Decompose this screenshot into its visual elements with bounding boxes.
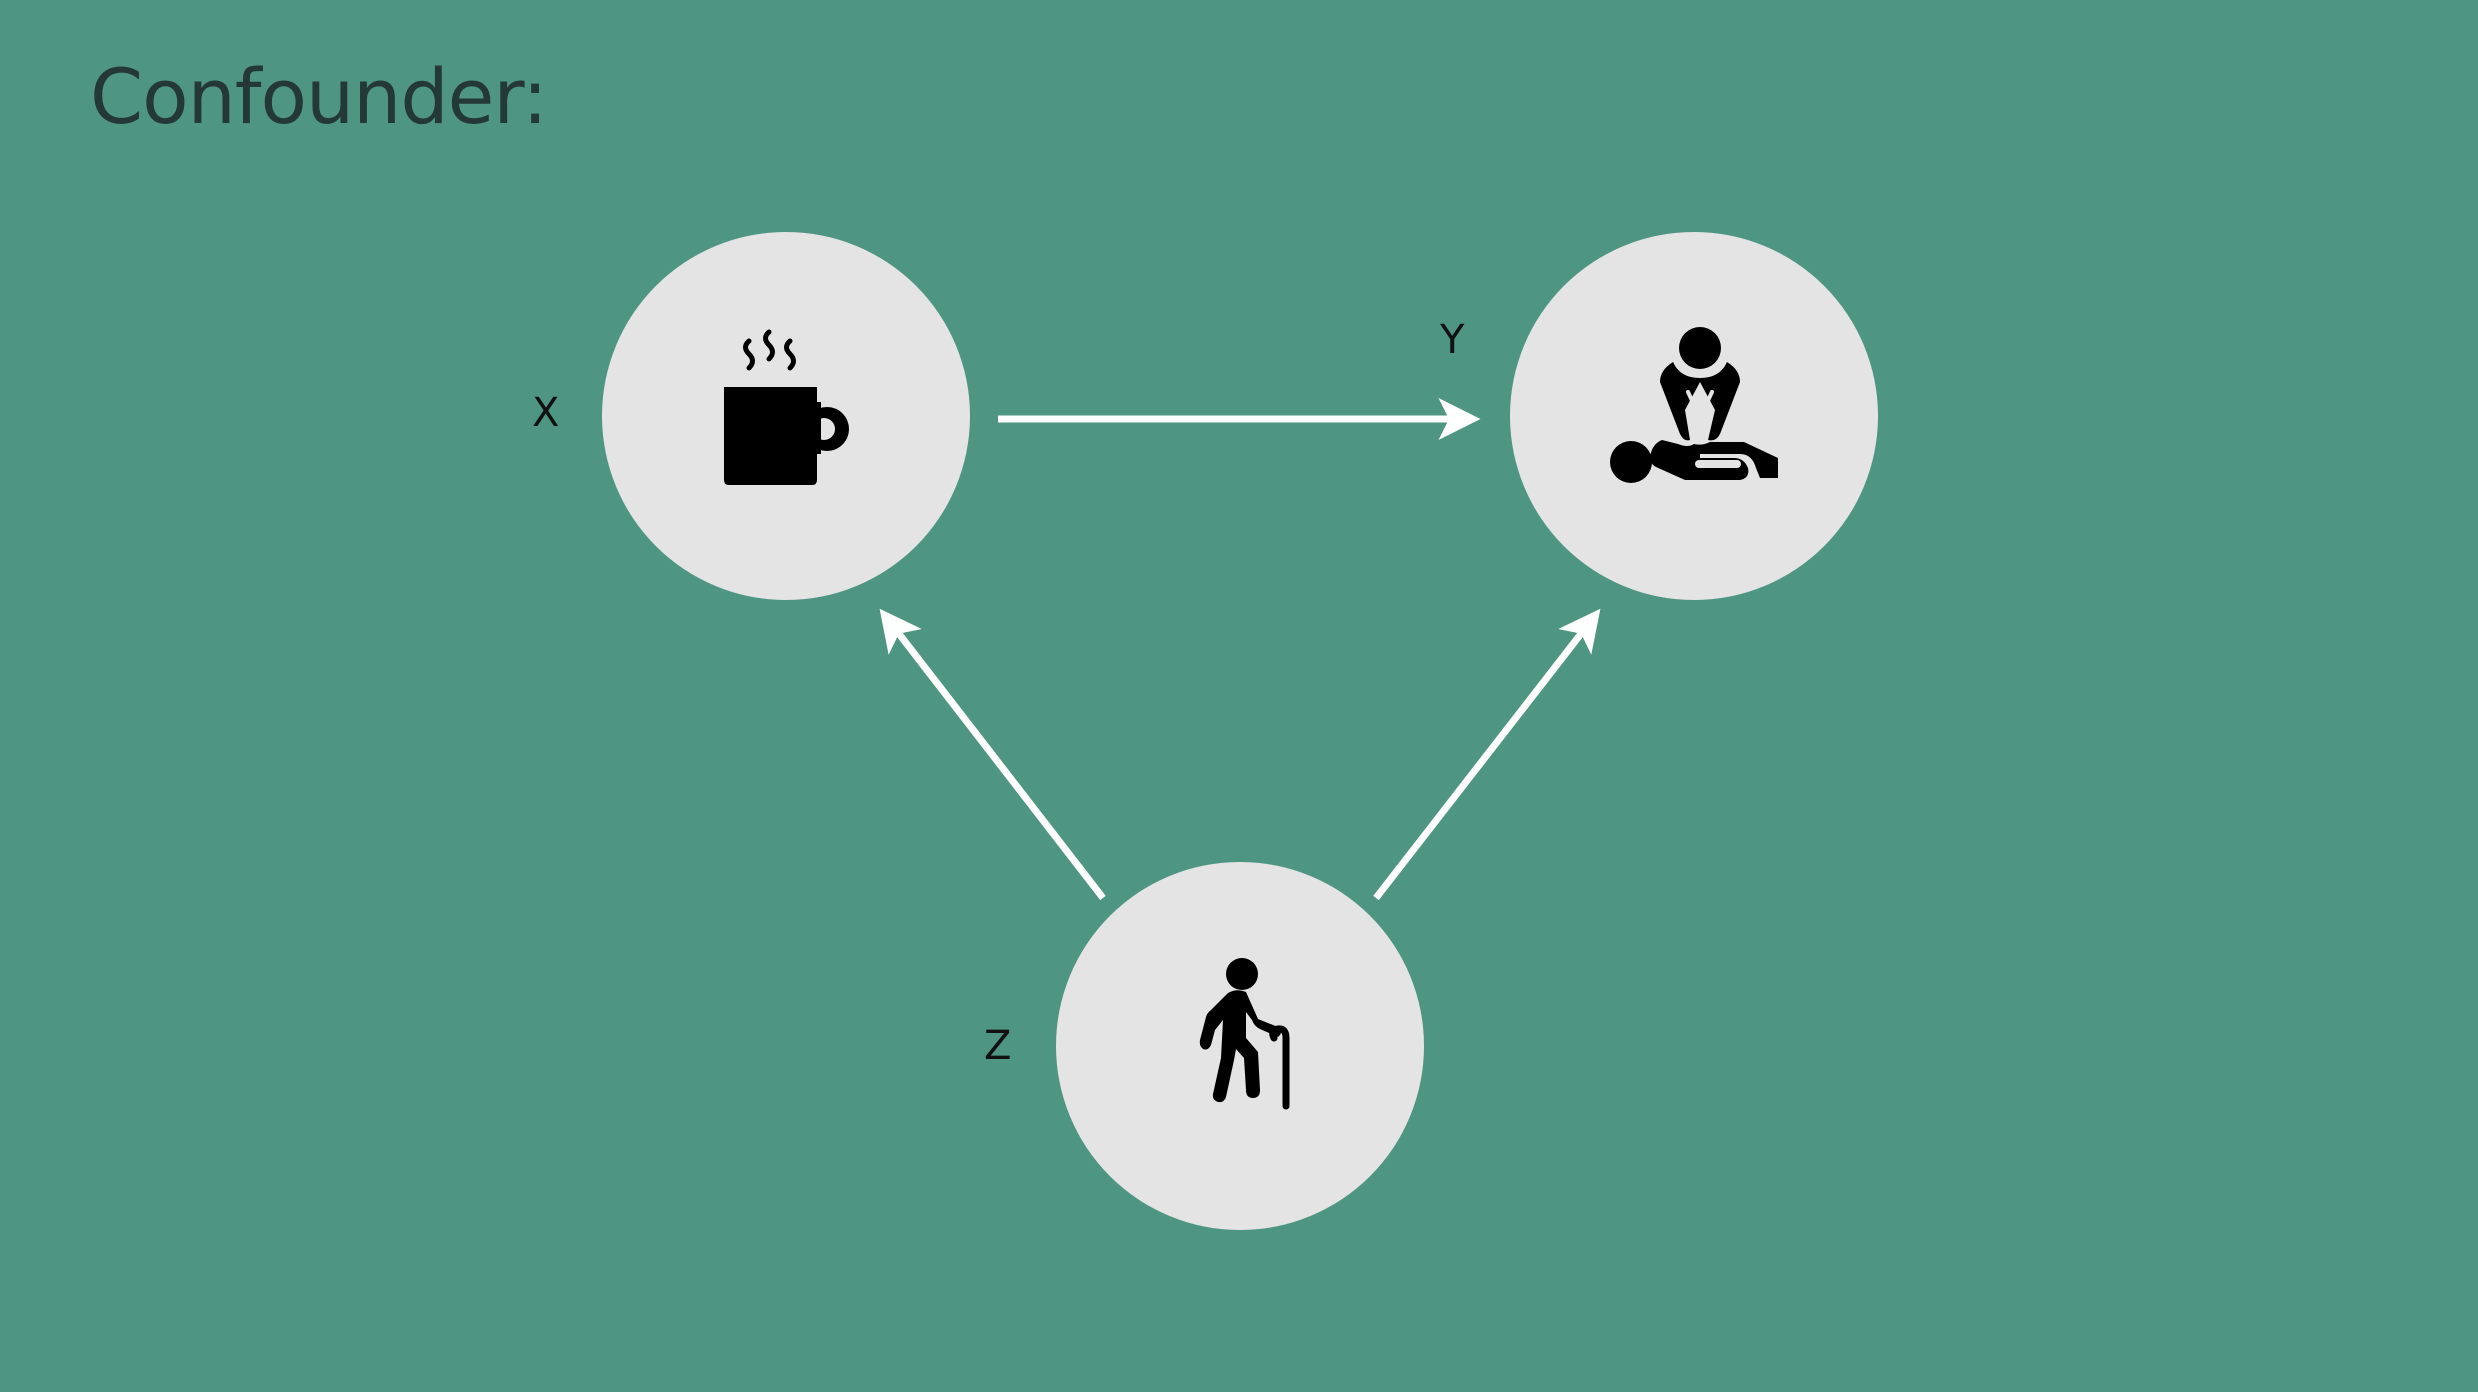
cpr-icon	[1610, 327, 1778, 483]
edge-z-to-x	[879, 608, 1106, 901]
edge-z-to-y	[1373, 608, 1601, 901]
elderly-person-icon	[1199, 958, 1290, 1110]
node-y	[1510, 232, 1878, 600]
node-y-label: Y	[1440, 317, 1465, 363]
coffee-mug-icon	[724, 329, 849, 485]
node-z-label: Z	[984, 1023, 1012, 1069]
page-title: Confounder:	[90, 52, 548, 141]
node-x-label: X	[532, 390, 560, 436]
node-z	[1056, 862, 1424, 1230]
node-x	[602, 232, 970, 600]
